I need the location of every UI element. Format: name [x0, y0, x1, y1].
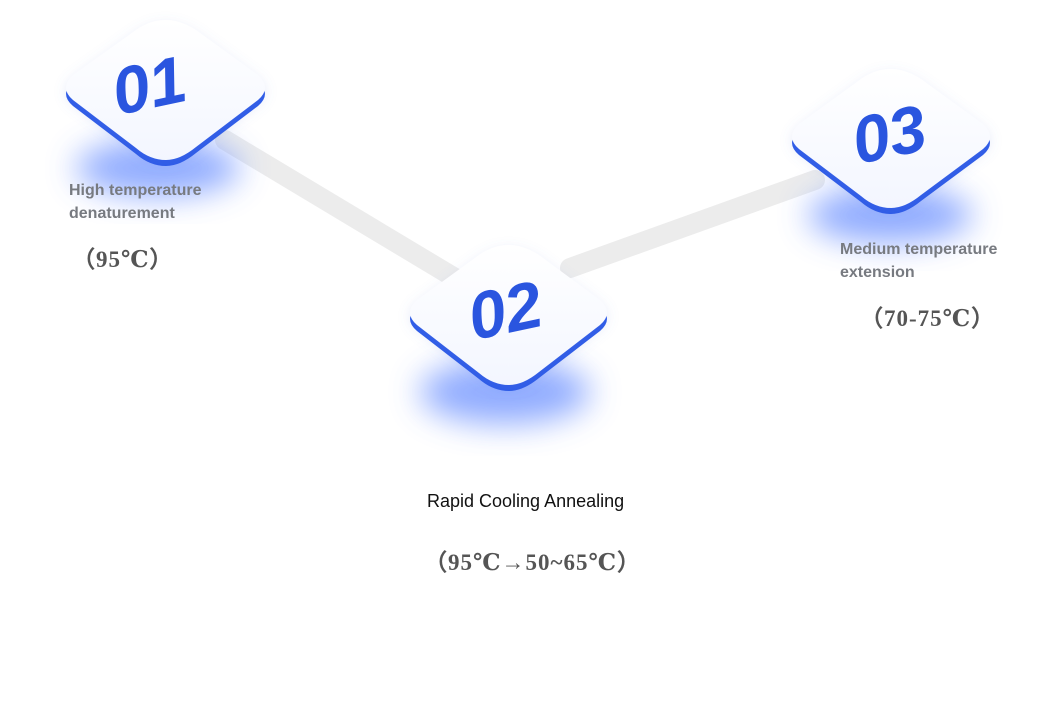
step-tile-02: 02	[410, 245, 607, 424]
step-title-02: Rapid Cooling Annealing	[427, 491, 625, 511]
step-title-01-line-2: denaturement	[69, 205, 175, 222]
tile-face-02	[410, 245, 607, 385]
tile-glow-03	[808, 187, 972, 243]
step-title-01-line-1: High temperature	[69, 182, 202, 199]
step-title-03: Medium temperature extension	[840, 238, 1040, 284]
step-number-03: 03	[845, 90, 932, 178]
connector-2-3	[560, 170, 825, 278]
step-temperature-01: （95℃）	[72, 247, 174, 272]
step-tile-03: 03	[792, 69, 990, 243]
step-tile-01: 01	[66, 20, 265, 196]
tile-face-01	[66, 20, 265, 160]
step-title-01: High temperature denaturement	[69, 179, 269, 225]
step-temperature-02: （95℃→50~65℃）	[424, 550, 642, 575]
step-title-03-line-2: extension	[840, 264, 915, 281]
step-number-01: 01	[105, 41, 192, 129]
tile-face-03	[792, 69, 990, 208]
connector-1-2	[215, 130, 465, 288]
step-temperature-03: （70-75℃）	[860, 306, 996, 331]
step-title-03-line-1: Medium temperature	[840, 241, 998, 258]
tile-glow-01	[76, 140, 240, 196]
tile-glow-02	[420, 360, 590, 424]
step-number-02: 02	[461, 266, 548, 354]
